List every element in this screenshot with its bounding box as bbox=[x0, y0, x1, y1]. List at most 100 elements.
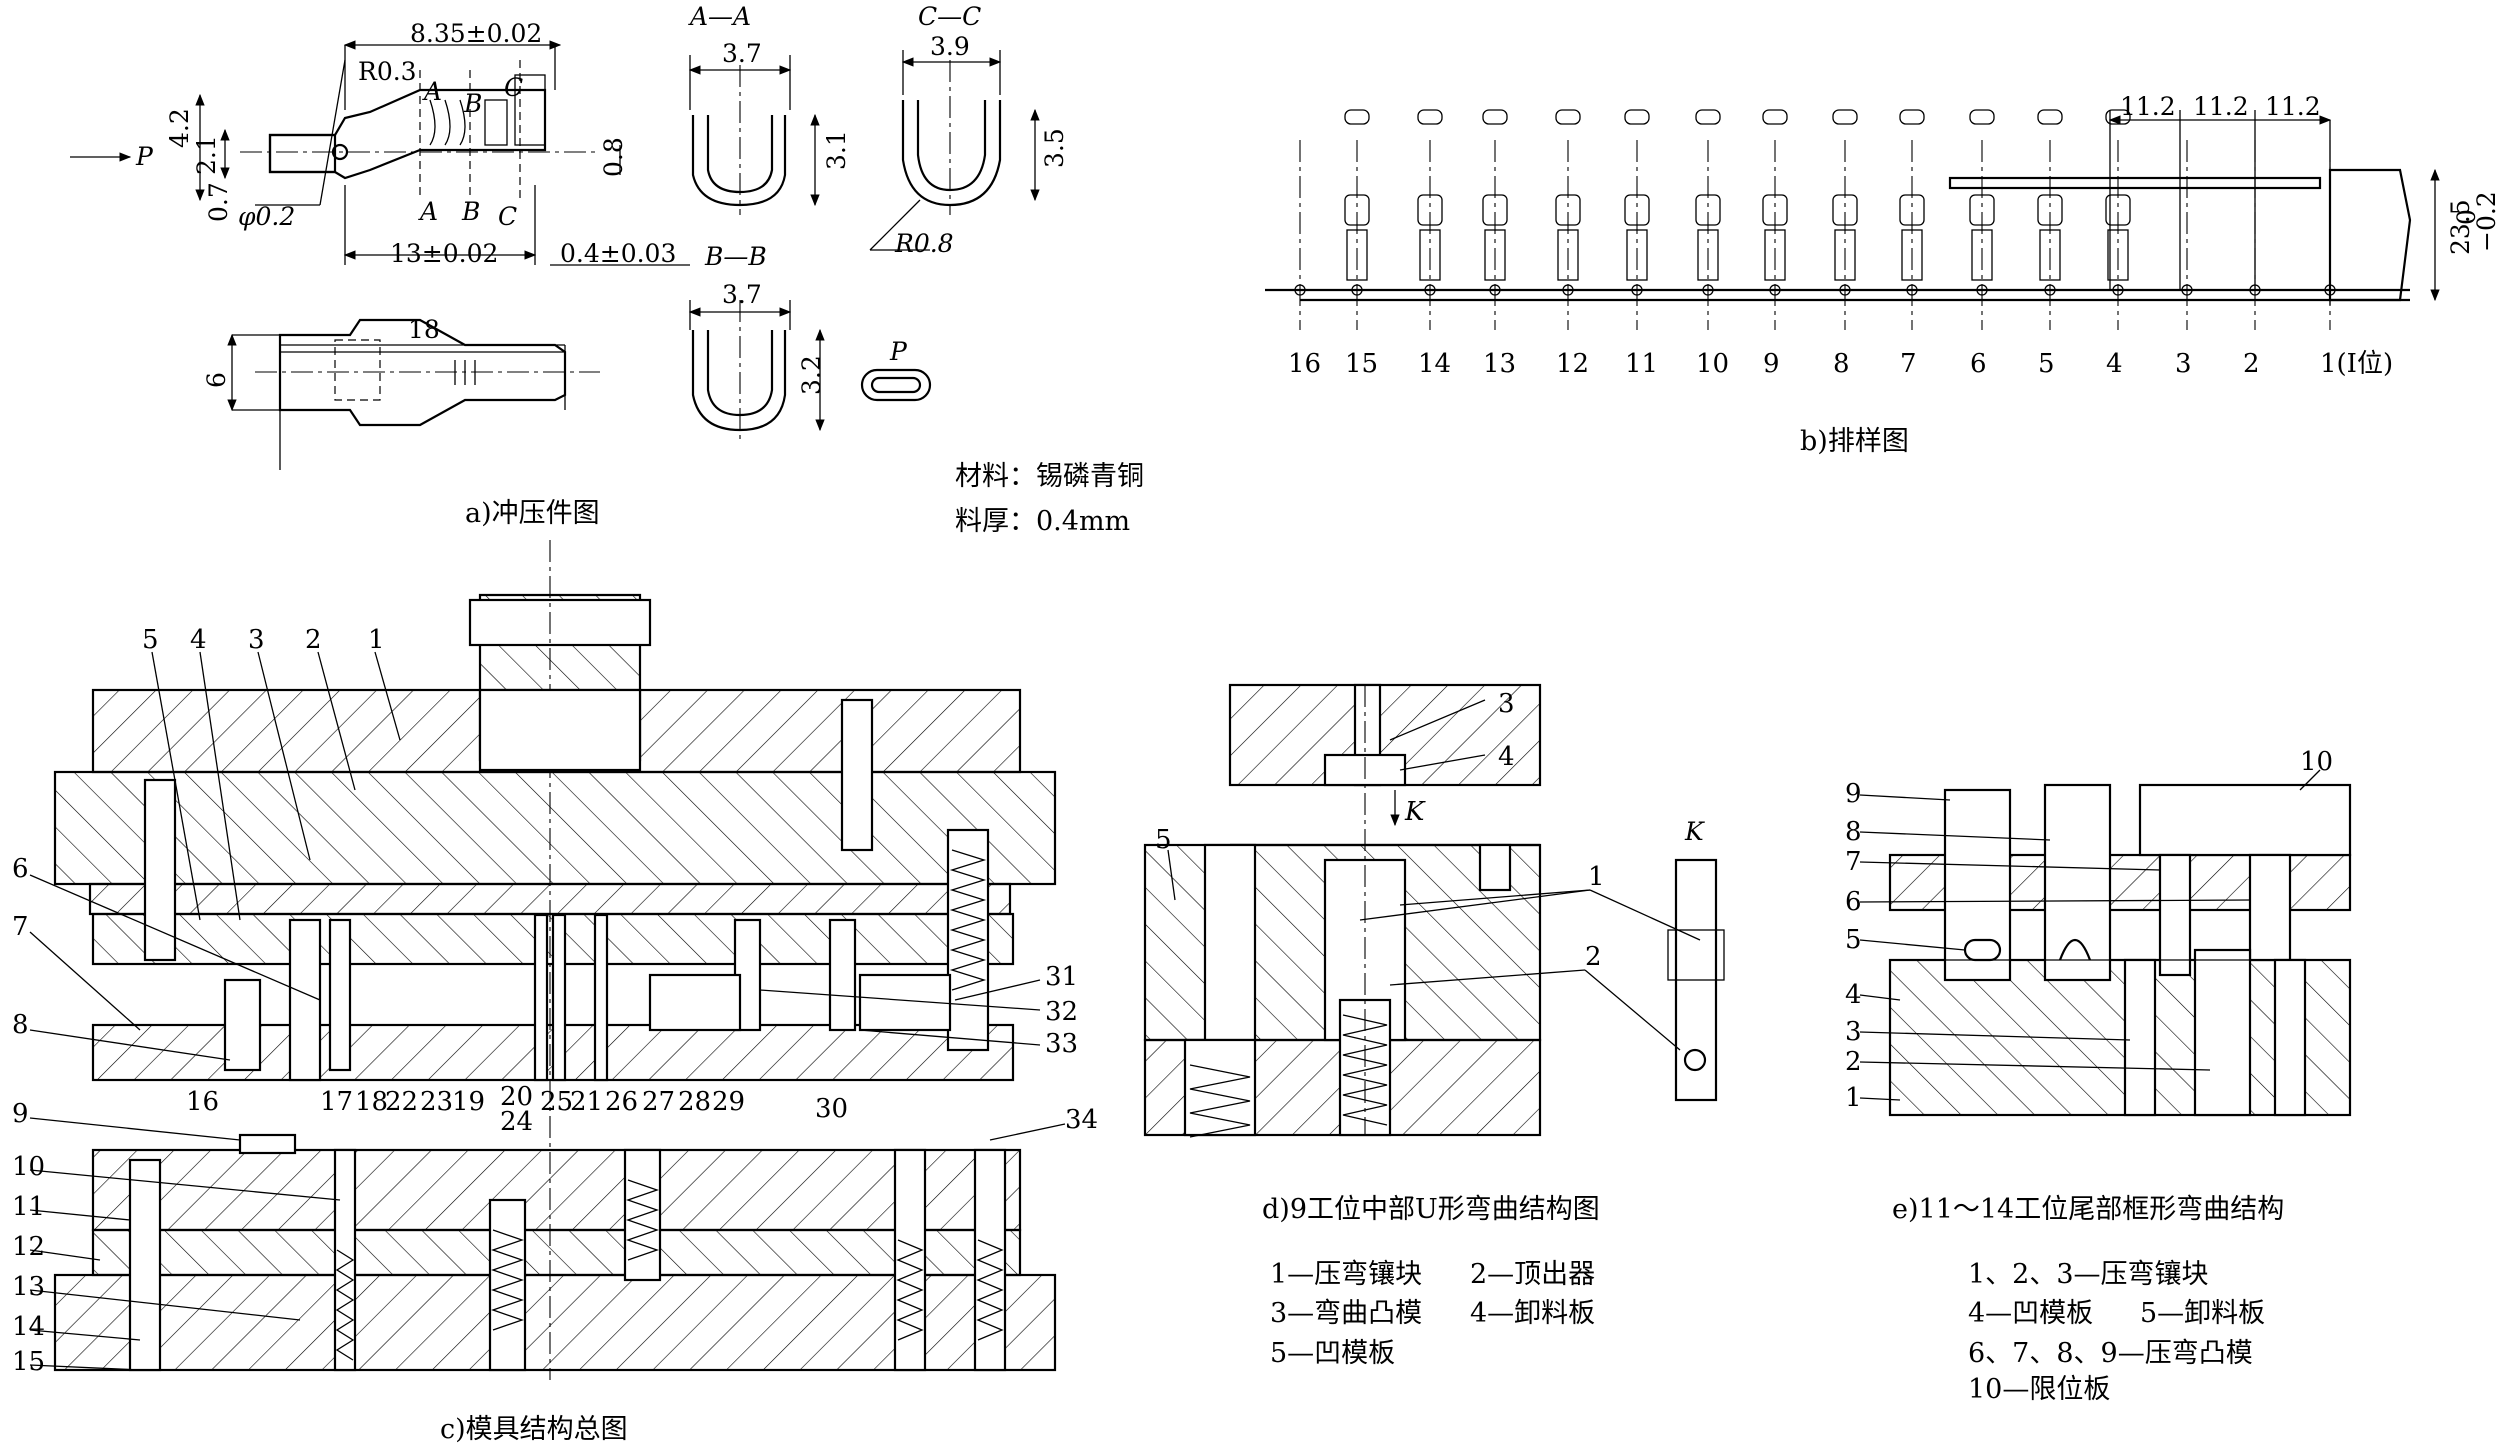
e-label-2: 2 bbox=[1845, 1047, 1862, 1077]
pilot-hole bbox=[2112, 284, 2124, 296]
part-number-32: 32 bbox=[1045, 997, 1078, 1027]
station-blank-head bbox=[1695, 194, 1721, 226]
section-bb-width: 3.7 bbox=[722, 280, 762, 309]
part-number-23: 23 bbox=[420, 1087, 453, 1117]
part-number-34: 34 bbox=[1065, 1105, 1098, 1135]
e-label-8: 8 bbox=[1845, 817, 1862, 847]
part-number-8: 8 bbox=[12, 1010, 29, 1040]
station-blank-body bbox=[1484, 229, 1506, 281]
section-mark-c-bottom: C bbox=[498, 202, 517, 231]
station-blank-body bbox=[1901, 229, 1923, 281]
pilot-hole bbox=[1976, 284, 1988, 296]
panel-a-stamped-part: 8.35±0.02 R0.3 4.2 2.1 0.7 φ0.2 P 0.8 13… bbox=[70, 2, 1144, 537]
dim-height-08: 0.8 bbox=[599, 137, 628, 177]
dim-width-6: 6 bbox=[202, 372, 231, 388]
part-side-view: 8.35±0.02 R0.3 4.2 2.1 0.7 φ0.2 P 0.8 13… bbox=[70, 19, 690, 268]
thickness-text: 料厚：0.4mm bbox=[955, 506, 1130, 537]
e-legend-5: 10—限位板 bbox=[1968, 1374, 2110, 1405]
station-profile-mark bbox=[1969, 109, 1995, 125]
station-blank-body bbox=[2039, 229, 2061, 281]
p-view: P bbox=[860, 337, 932, 402]
pilot-hole bbox=[1424, 284, 1436, 296]
part-top-view: 18 6 bbox=[202, 315, 600, 470]
part-number-26: 26 bbox=[605, 1087, 638, 1117]
e-legend-3: 5—卸料板 bbox=[2140, 1298, 2265, 1329]
section-bb: B—B 3.7 3.2 bbox=[688, 242, 826, 440]
p-view-label: P bbox=[889, 337, 908, 366]
section-aa: A—A 3.7 3.1 bbox=[688, 2, 851, 215]
station-blank-body bbox=[2107, 229, 2129, 281]
section-mark-a-top: A bbox=[422, 77, 442, 106]
section-aa-height: 3.1 bbox=[822, 130, 851, 170]
station-blank-head bbox=[1482, 194, 1508, 226]
caption-a: a)冲压件图 bbox=[465, 498, 600, 529]
station-number: 16 bbox=[1288, 349, 1321, 379]
station-number: 2 bbox=[2243, 349, 2260, 379]
strip-width: 23.5 bbox=[2446, 199, 2475, 255]
dim-height-07: 0.7 bbox=[204, 182, 233, 222]
part-number-20: 20 bbox=[500, 1082, 533, 1112]
section-cc: C—C 3.9 3.5 R0.8 bbox=[869, 2, 1069, 258]
station-blank-body bbox=[1419, 229, 1441, 281]
caption-e: e)11～14工位尾部框形弯曲结构 bbox=[1892, 1194, 2284, 1225]
station-number: 4 bbox=[2106, 349, 2123, 379]
d-view-k-arrow: K bbox=[1404, 797, 1426, 827]
caption-b: b)排样图 bbox=[1800, 426, 1909, 457]
d-label-1: 1 bbox=[1588, 862, 1605, 892]
part-number-2: 2 bbox=[305, 625, 322, 655]
station-number: 3 bbox=[2175, 349, 2192, 379]
d-label-2: 2 bbox=[1585, 942, 1602, 972]
e-label-3: 3 bbox=[1845, 1017, 1862, 1047]
station-blank-head bbox=[1969, 194, 1995, 226]
d-label-4: 4 bbox=[1498, 742, 1515, 772]
part-number-25: 25 bbox=[540, 1087, 573, 1117]
e-label-1: 1 bbox=[1845, 1083, 1862, 1113]
station-blank-body bbox=[1971, 229, 1993, 281]
station-number: 9 bbox=[1763, 349, 1780, 379]
station-profile-mark bbox=[1762, 109, 1788, 125]
part-number-15: 15 bbox=[12, 1347, 45, 1377]
pilot-hole bbox=[1351, 284, 1363, 296]
caption-d: d)9工位中部U形弯曲结构图 bbox=[1262, 1194, 1600, 1225]
station-blank-head bbox=[1899, 194, 1925, 226]
e-label-10: 10 bbox=[2300, 747, 2333, 777]
d-legend-5: 5—凹模板 bbox=[1270, 1338, 1395, 1369]
station-blank-head bbox=[2105, 194, 2131, 226]
station-blank-head bbox=[1555, 194, 1581, 226]
section-cc-radius: R0.8 bbox=[894, 229, 954, 258]
part-number-3: 3 bbox=[248, 625, 265, 655]
station-profile-mark bbox=[1344, 109, 1370, 125]
pilot-hole bbox=[1769, 284, 1781, 296]
k-view: K bbox=[1667, 817, 1725, 1102]
station-profile-mark bbox=[1555, 109, 1581, 125]
e-label-6: 6 bbox=[1845, 887, 1862, 917]
station-profile-mark bbox=[1482, 109, 1508, 125]
dim-thickness-04: 0.4±0.03 bbox=[560, 239, 676, 268]
station-blank-body bbox=[1697, 229, 1719, 281]
panel-d-u-bend: K 3 4 1 2 5 K d)9工位中部U形弯曲结构图 1—压弯镶块 2—顶出… bbox=[1143, 683, 1725, 1369]
dim-length-18: 18 bbox=[408, 315, 440, 344]
station-blank-head bbox=[1832, 194, 1858, 226]
part-number-21: 21 bbox=[570, 1087, 603, 1117]
d-legend-2: 2—顶出器 bbox=[1470, 1259, 1595, 1290]
part-number-12: 12 bbox=[12, 1232, 45, 1262]
section-aa-width: 3.7 bbox=[722, 39, 762, 68]
section-aa-title: A—A bbox=[688, 2, 751, 31]
section-cc-height: 3.5 bbox=[1040, 128, 1069, 168]
part-number-5: 5 bbox=[142, 625, 159, 655]
station-blank-head bbox=[1417, 194, 1443, 226]
station-number: 10 bbox=[1696, 349, 1729, 379]
dim-height-42: 4.2 bbox=[165, 108, 194, 148]
section-bb-height: 3.2 bbox=[797, 355, 826, 395]
panel-e-frame-bend: 9 8 7 6 5 4 3 2 1 10 e)11～14工位尾部框形弯曲结构 1… bbox=[1845, 747, 2352, 1405]
strip-tol-upper: 0 bbox=[2452, 209, 2481, 225]
dim-length-835: 8.35±0.02 bbox=[410, 19, 542, 48]
part-number-18: 18 bbox=[355, 1087, 388, 1117]
part-number-28: 28 bbox=[678, 1087, 711, 1117]
part-number-22: 22 bbox=[385, 1087, 418, 1117]
station-blank-head bbox=[1762, 194, 1788, 226]
station-number: 1(Ⅰ位) bbox=[2320, 349, 2393, 379]
pilot-hole bbox=[1294, 284, 1306, 296]
station-blank-head bbox=[1624, 194, 1650, 226]
